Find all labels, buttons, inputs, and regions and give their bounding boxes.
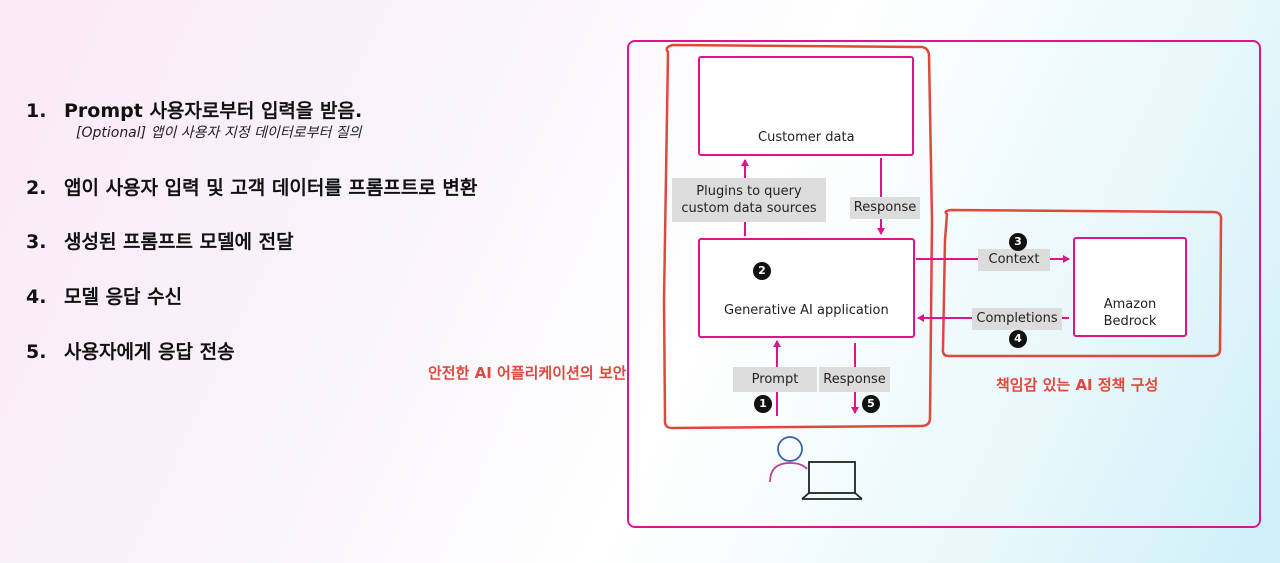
genai-app-label: Generative AI application: [724, 303, 889, 318]
step-3: 3.생성된 프롬프트 모델에 전달: [26, 231, 294, 253]
customer-data-label: Customer data: [758, 130, 855, 145]
secure-app-region: [662, 43, 934, 430]
response-bottom-label: Response: [819, 367, 890, 392]
badge-3: 3: [1009, 233, 1027, 251]
badge-1: 1: [754, 395, 772, 413]
plugins-label: Plugins to query custom data sources: [672, 178, 826, 222]
bedrock-label-2: Bedrock: [1103, 314, 1157, 329]
secure-app-annotation: 안전한 AI 어플리케이션의 보안: [428, 364, 627, 382]
responsible-ai-region: [941, 208, 1223, 358]
response-top-label: Response: [850, 197, 920, 219]
bedrock-box: Amazon Bedrock: [1073, 237, 1187, 337]
step-2: 2.앱이 사용자 입력 및 고객 데이터를 프롬프트로 변환: [26, 177, 478, 199]
badge-5: 5: [862, 395, 880, 413]
bedrock-label-1: Amazon: [1103, 297, 1157, 312]
step-5: 5.사용자에게 응답 전송: [26, 341, 235, 363]
responsible-ai-annotation: 책임감 있는 AI 정책 구성: [996, 376, 1159, 394]
customer-data-box: Customer data: [698, 56, 914, 156]
user-icon: [769, 436, 808, 483]
prompt-label: Prompt: [733, 367, 817, 392]
badge-4: 4: [1009, 330, 1027, 348]
badge-2: 2: [753, 262, 771, 280]
architecture-frame: [627, 40, 1261, 528]
laptop-icon: [801, 461, 863, 500]
genai-app-box: Generative AI application: [698, 238, 915, 338]
context-label: Context: [978, 249, 1050, 271]
step-1-subtitle: [Optional] 앱이 사용자 지정 데이터로부터 질의: [76, 125, 362, 141]
completions-label: Completions: [972, 308, 1062, 330]
step-4: 4.모델 응답 수신: [26, 286, 183, 308]
step-1: 1.Prompt 사용자로부터 입력을 받음.: [26, 100, 363, 122]
